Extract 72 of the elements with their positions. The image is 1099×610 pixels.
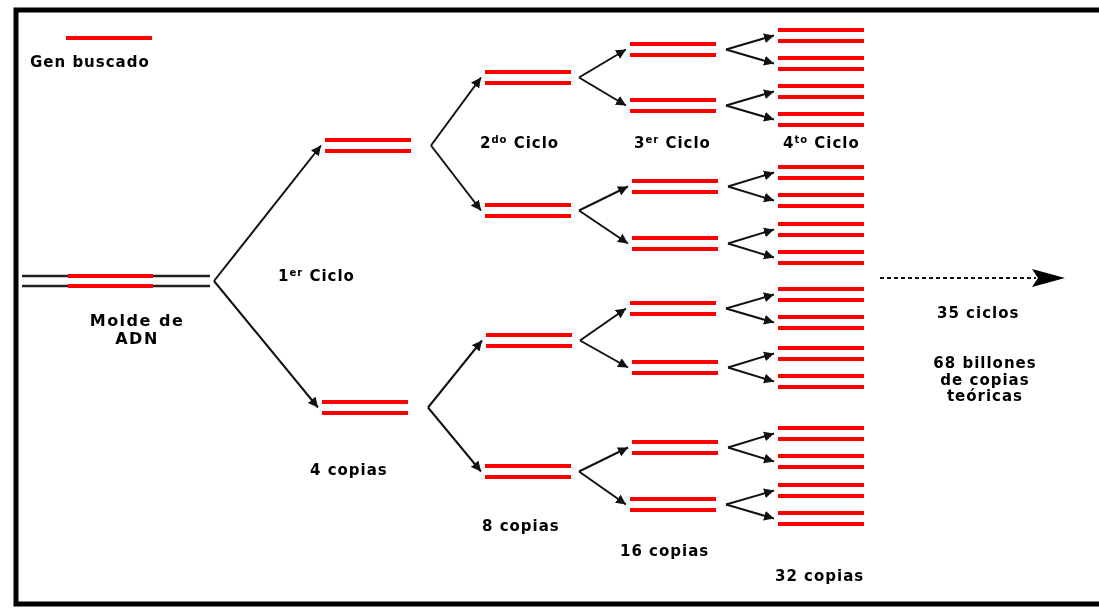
arrow xyxy=(213,144,322,282)
dna-duplex xyxy=(630,98,716,113)
dna-duplex xyxy=(778,374,864,389)
dna-duplex xyxy=(630,42,716,57)
copies-label: 8 copias xyxy=(482,518,560,535)
dna-duplex xyxy=(778,112,864,127)
dna-duplex xyxy=(778,426,864,441)
arrow xyxy=(725,503,775,521)
arrow xyxy=(578,185,629,212)
arrow xyxy=(579,307,627,342)
dna-duplex xyxy=(778,511,864,526)
note-text: 68 billones de copias teóricas xyxy=(932,355,1038,405)
arrow xyxy=(579,339,629,369)
copies-label: 16 copias xyxy=(620,543,710,560)
dna-duplex xyxy=(778,56,864,71)
arrow xyxy=(725,292,775,310)
arrow xyxy=(578,446,629,473)
arrow xyxy=(578,470,627,506)
dna-duplex xyxy=(486,333,572,348)
dna-duplex xyxy=(630,497,716,512)
arrow xyxy=(725,488,775,506)
arrow xyxy=(725,307,775,325)
arrow xyxy=(578,48,627,79)
arrow xyxy=(727,170,775,188)
dna-duplex xyxy=(778,28,864,43)
dna-duplex xyxy=(632,179,718,194)
dna-duplex xyxy=(778,193,864,208)
cycle-label: 1$^{er}$ Ciclo xyxy=(278,268,355,285)
arrow xyxy=(727,431,775,449)
dna-duplex xyxy=(632,440,718,455)
dna-duplex xyxy=(485,203,571,218)
arrow xyxy=(727,185,775,203)
copies-label: 4 copias xyxy=(310,462,388,479)
arrow xyxy=(727,242,775,260)
arrow xyxy=(213,280,319,409)
arrow xyxy=(430,76,482,147)
arrow xyxy=(725,89,775,107)
arrow xyxy=(427,339,483,409)
cycle-label: 3$^{er}$ Ciclo xyxy=(634,135,711,152)
dna-duplex xyxy=(778,346,864,361)
dna-duplex xyxy=(325,138,411,153)
dna-duplex xyxy=(485,464,571,479)
cycle-label: 4$^{to}$ Ciclo xyxy=(783,135,860,152)
arrow xyxy=(727,446,775,464)
cycles-label: 35 ciclos xyxy=(937,305,1020,322)
dna-duplex xyxy=(778,250,864,265)
arrow xyxy=(578,76,627,107)
dna-duplex xyxy=(632,236,718,251)
arrow xyxy=(725,104,775,122)
cycle-label: 2$^{do}$ Ciclo xyxy=(480,135,560,152)
dna-duplex xyxy=(778,287,864,302)
arrow xyxy=(727,227,775,245)
dna-duplex xyxy=(778,222,864,237)
dna-duplex xyxy=(322,400,408,415)
dna-duplex xyxy=(778,315,864,330)
arrow xyxy=(430,144,482,212)
arrow xyxy=(727,351,775,369)
arrow xyxy=(725,48,775,66)
copies-label: 32 copias xyxy=(775,568,865,585)
dna-duplex xyxy=(778,165,864,180)
arrow xyxy=(727,366,775,384)
dna-duplex xyxy=(632,360,718,375)
arrow xyxy=(578,209,629,245)
dna-duplex xyxy=(778,454,864,469)
dna-duplex xyxy=(485,70,571,85)
dna-duplex xyxy=(778,483,864,498)
arrow xyxy=(725,33,775,51)
arrow xyxy=(427,406,482,473)
dna-duplex xyxy=(630,301,716,316)
legend-label: Gen buscado xyxy=(30,54,150,71)
node-label: Molde de ADN xyxy=(88,312,186,348)
dna-duplex xyxy=(778,84,864,99)
